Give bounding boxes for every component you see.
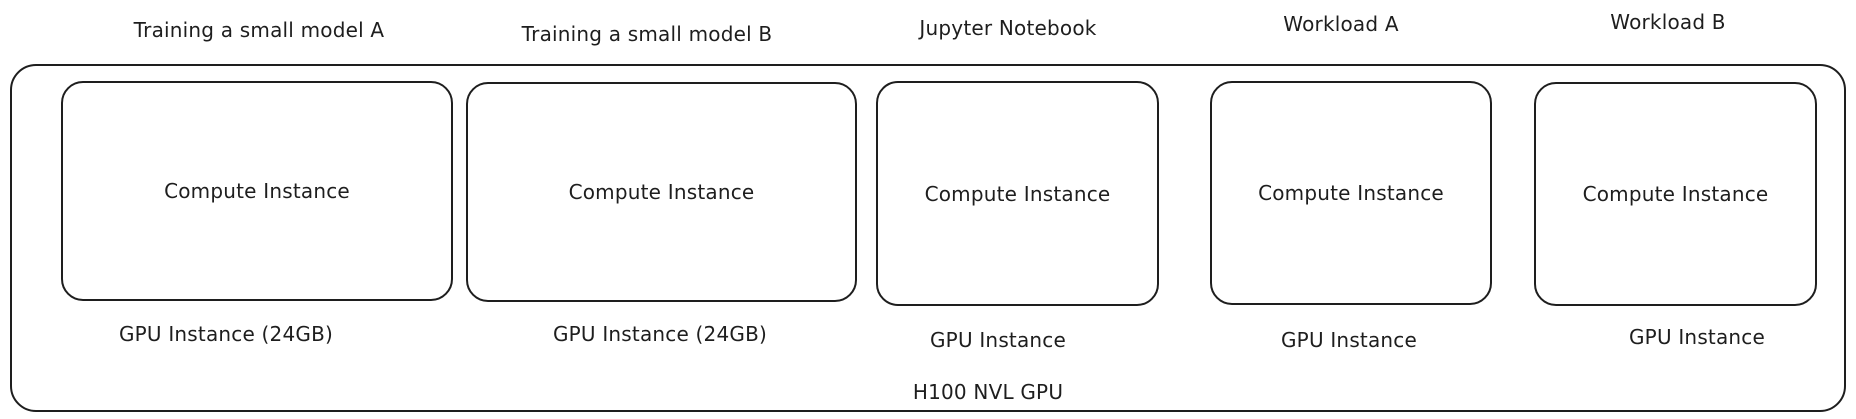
compute-instance-box: Compute Instance [61, 81, 453, 301]
workload-title: Training a small model A [133, 18, 385, 42]
gpu-label: H100 NVL GPU [912, 380, 1064, 404]
gpu-instance-label: GPU Instance [1628, 325, 1766, 349]
compute-instance-label: Compute Instance [924, 181, 1111, 206]
workload-title: Training a small model B [521, 22, 773, 46]
workload-title: Workload A [1283, 12, 1399, 36]
gpu-instance-label: GPU Instance (24GB) [552, 322, 768, 346]
gpu-instance-label: GPU Instance (24GB) [118, 322, 334, 346]
workload-title: Workload B [1610, 10, 1726, 34]
compute-instance-label: Compute Instance [568, 180, 755, 204]
workload-title: Jupyter Notebook [919, 16, 1097, 40]
compute-instance-box: Compute Instance [466, 82, 857, 302]
compute-instance-box: Compute Instance [1210, 81, 1492, 305]
compute-instance-label: Compute Instance [164, 179, 350, 203]
compute-instance-box: Compute Instance [876, 81, 1159, 306]
compute-instance-label: Compute Instance [1258, 181, 1444, 205]
gpu-container [10, 64, 1846, 412]
compute-instance-label: Compute Instance [1582, 182, 1769, 206]
gpu-instance-label: GPU Instance [929, 328, 1067, 352]
gpu-instance-label: GPU Instance [1280, 328, 1418, 352]
compute-instance-box: Compute Instance [1534, 82, 1817, 306]
